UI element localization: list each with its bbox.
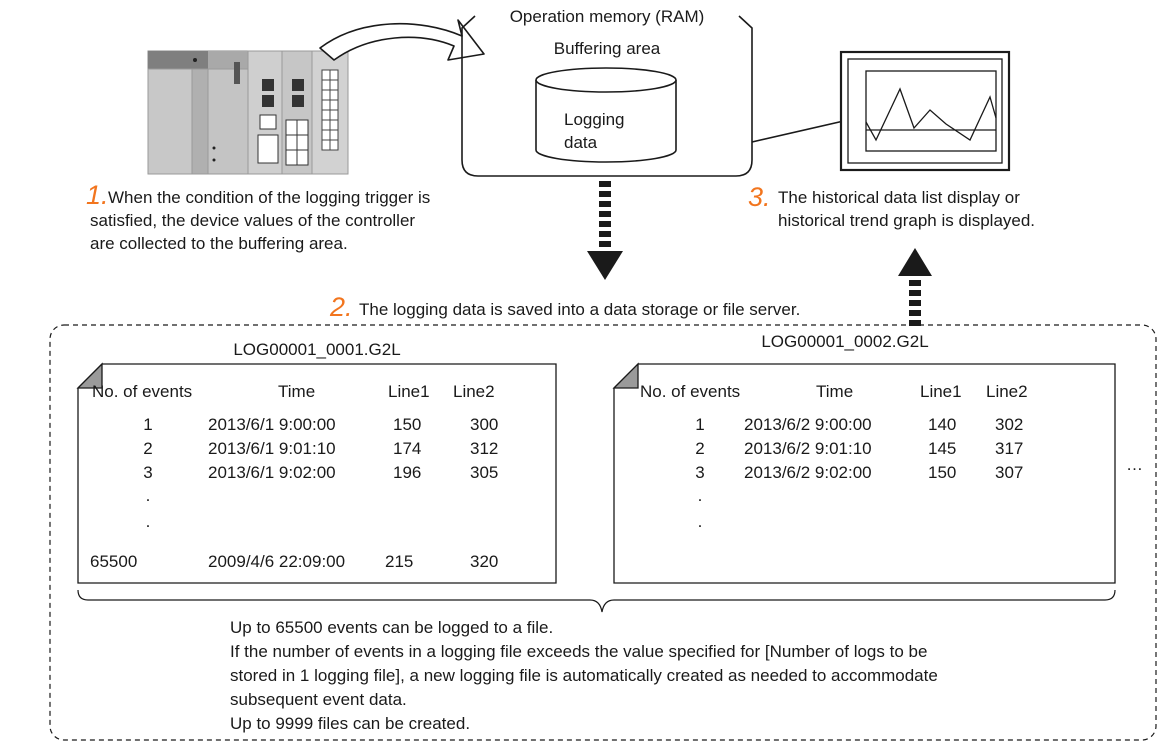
file-1-name: LOG00001_0001.G2L (233, 340, 400, 359)
file-1-row-3-line1: 196 (393, 463, 421, 482)
file-1-header-time: Time (278, 382, 315, 401)
step-2-line-1: The logging data is saved into a data st… (359, 300, 800, 319)
display-pointer (751, 96, 849, 143)
note-line-2: If the number of events in a logging fil… (230, 642, 927, 661)
file-2-row-3-time: 2013/6/2 9:02:00 (744, 463, 872, 482)
file-1-row-2-events: 2 (143, 439, 152, 458)
file-2-header-events: No. of events (640, 382, 740, 401)
file-2-row-3-line1: 150 (928, 463, 956, 482)
files-brace (77, 589, 1116, 613)
buffering-area-label: Buffering area (554, 39, 661, 58)
note-line-4: subsequent event data. (230, 690, 407, 709)
file-2-row-3-events: 3 (695, 463, 704, 482)
file-1-row-2-line1: 174 (393, 439, 421, 458)
file-1-row-1-line2: 300 (470, 415, 498, 434)
display-arrow-up (898, 248, 932, 326)
file-1-header-line2: Line2 (453, 382, 495, 401)
file-2-row-1-line1: 140 (928, 415, 956, 434)
logging-data-label-1: Logging (564, 110, 625, 129)
file-1-row-3-line2: 305 (470, 463, 498, 482)
file-2-row-2-line1: 145 (928, 439, 956, 458)
file-2-row-2-time: 2013/6/2 9:01:10 (744, 439, 872, 458)
collect-arrow (319, 19, 485, 61)
step-3-line-1: The historical data list display or (778, 188, 1020, 207)
step-3-number: 3. (748, 182, 771, 212)
step-1-line-1: When the condition of the logging trigge… (108, 188, 430, 207)
file-2-row-1-time: 2013/6/2 9:00:00 (744, 415, 872, 434)
file-1-row-6-time: 2009/4/6 22:09:00 (208, 552, 345, 571)
step-1-line-3: are collected to the buffering area. (90, 234, 348, 253)
note-line-1: Up to 65500 events can be logged to a fi… (230, 618, 553, 637)
step-1-number: 1. (86, 180, 109, 210)
note-line-5: Up to 9999 files can be created. (230, 714, 470, 733)
logging-data-cylinder (535, 80, 677, 163)
step-2-number: 2. (329, 292, 353, 322)
file-1-row-3-events: 3 (143, 463, 152, 482)
display-screen (839, 50, 1011, 172)
file-1-row-2-time: 2013/6/1 9:01:10 (208, 439, 336, 458)
file-2-row-1-events: 1 (695, 415, 704, 434)
file-1-card (76, 362, 557, 584)
file-1-header-line1: Line1 (388, 382, 430, 401)
file-1-row-1-time: 2013/6/1 9:00:00 (208, 415, 336, 434)
file-2-header-line2: Line2 (986, 382, 1028, 401)
file-1-row-6-events: 65500 (90, 552, 137, 571)
ram-box: Operation memory (RAM) Buffering area Lo… (461, 7, 753, 177)
save-arrow-down (587, 181, 623, 280)
step-1-line-2: satisfied, the device values of the cont… (90, 211, 415, 230)
file-2-row-4-events: . (698, 486, 703, 505)
trend-graph-line (865, 87, 997, 142)
file-2-header-line1: Line1 (920, 382, 962, 401)
file-1-row-5-events: . (146, 512, 151, 531)
file-2-card (612, 362, 1116, 584)
file-1-row-1-events: 1 (143, 415, 152, 434)
file-2-row-2-line2: 317 (995, 439, 1023, 458)
file-2-row-3-line2: 307 (995, 463, 1023, 482)
file-1-row-4-events: . (146, 486, 151, 505)
file-2-header-time: Time (816, 382, 853, 401)
file-1-header-events: No. of events (92, 382, 192, 401)
file-1-row-3-time: 2013/6/1 9:02:00 (208, 463, 336, 482)
more-files-ellipsis: … (1126, 455, 1143, 474)
plc-controller-illustration (147, 50, 349, 175)
file-2-row-5-events: . (698, 512, 703, 531)
logging-data-label-2: data (564, 133, 598, 152)
ram-title: Operation memory (RAM) (510, 7, 705, 26)
file-2-row-2-events: 2 (695, 439, 704, 458)
note-line-3: stored in 1 logging file], a new logging… (230, 666, 938, 685)
file-1-row-1-line1: 150 (393, 415, 421, 434)
file-2-name: LOG00001_0002.G2L (761, 332, 928, 351)
step-3-line-2: historical trend graph is displayed. (778, 211, 1035, 230)
file-1-row-6-line2: 320 (470, 552, 498, 571)
file-1-row-2-line2: 312 (470, 439, 498, 458)
file-1-row-6-line1: 215 (385, 552, 413, 571)
file-2-row-1-line2: 302 (995, 415, 1023, 434)
data-storage-container (49, 324, 1157, 741)
